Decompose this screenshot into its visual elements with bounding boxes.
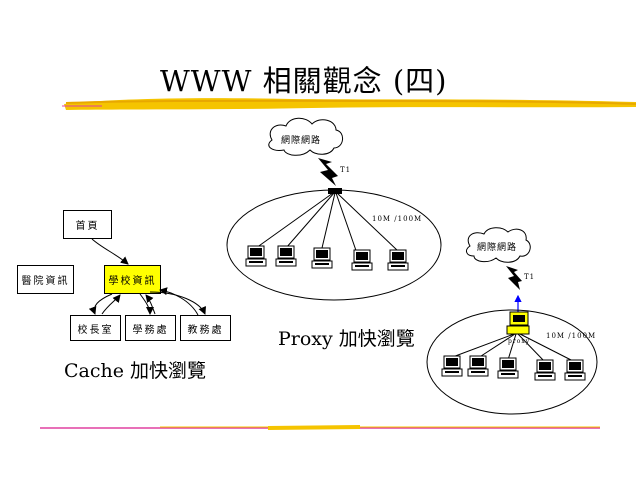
proxy-server-icon (506, 311, 530, 335)
cache-caption: Cache 加快瀏覽 (64, 360, 207, 382)
pc-icon (275, 245, 297, 267)
node-homepage-label: 首頁 (75, 221, 100, 232)
node-academic-office-label: 學務處 (132, 324, 169, 336)
slide-title: WWW 相關觀念 (四) (160, 64, 448, 98)
pc-icon (564, 359, 586, 381)
lan-speed-label: 10M /100M (546, 332, 597, 340)
title-brush-underline (62, 98, 637, 110)
node-principal-office-label: 校長室 (77, 324, 114, 336)
arrow-school-to-academic (139, 293, 154, 315)
node-medical-info: 醫院資訊 (17, 265, 74, 294)
arrow-school-to-principal (88, 293, 113, 315)
node-registrar-office: 教務處 (180, 315, 231, 341)
internet-cloud-label: 網際網路 (281, 136, 322, 146)
t1-link-label: T1 (340, 166, 352, 174)
arrow-academic-to-school (145, 294, 156, 315)
node-principal-office: 校長室 (70, 315, 121, 341)
footer-rule (40, 425, 600, 430)
node-registrar-office-label: 教務處 (187, 324, 224, 336)
pc-icon (311, 247, 333, 269)
node-academic-office: 學務處 (125, 315, 176, 341)
proxy-server-label: proxy (508, 338, 531, 345)
node-homepage: 首頁 (63, 210, 112, 239)
arrow-principal-to-school (101, 294, 121, 315)
arrow-home-to-school (91, 238, 129, 265)
pc-icon (441, 355, 463, 377)
arrow-school-to-registrar (149, 291, 206, 315)
lan-speed-label: 10M /100M (372, 215, 423, 223)
arrow-registrar-to-school (159, 287, 199, 316)
t1-link-label: T1 (524, 273, 536, 281)
t1-link-lightning (318, 158, 338, 186)
lan-ellipse (426, 309, 598, 415)
pc-icon (351, 249, 373, 271)
pc-icon (245, 245, 267, 267)
pc-icon (467, 355, 489, 377)
node-medical-info-label: 醫院資訊 (21, 276, 70, 287)
t1-link-lightning (506, 266, 522, 290)
pc-icon (497, 357, 519, 379)
internet-cloud-label: 網際網路 (477, 243, 518, 253)
proxy-caption: Proxy 加快瀏覽 (278, 328, 415, 350)
lan-ellipse (226, 189, 442, 301)
hub-icon (328, 188, 342, 194)
node-school-info-label: 學校資訊 (108, 276, 157, 287)
pc-icon (534, 359, 556, 381)
pc-icon (387, 249, 409, 271)
node-school-info: 學校資訊 (104, 265, 161, 294)
